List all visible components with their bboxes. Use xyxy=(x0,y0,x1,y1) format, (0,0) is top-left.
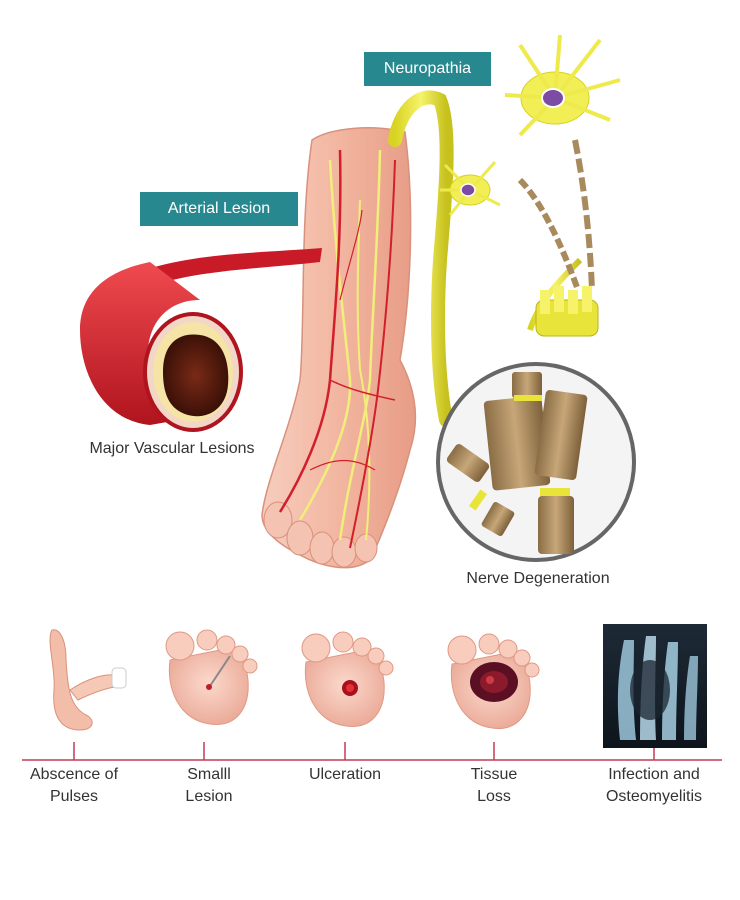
stage-icon-xray-foot xyxy=(603,624,707,748)
stage-label-tissue-loss: Tissue Loss xyxy=(429,764,559,808)
neuron-large xyxy=(504,34,621,137)
stage-icon-foot-ulceration xyxy=(301,631,394,727)
major-vascular-caption: Major Vascular Lesions xyxy=(89,440,255,457)
stage-label-line2: Lesion xyxy=(185,788,233,805)
stage-label-line2: Pulses xyxy=(49,788,99,805)
stage-label-ulceration: Ulceration xyxy=(280,764,410,786)
stage-label-small-lesion: Smalll Lesion xyxy=(144,764,274,808)
stage-icon-foot-pulse-check xyxy=(49,629,127,731)
stage-icon-foot-small-lesion xyxy=(165,629,258,725)
stage-label-line2: Osteomyelitis xyxy=(605,788,703,805)
stage-label-line2: Loss xyxy=(477,788,511,805)
nerve-degeneration-caption: Nerve Degeneration xyxy=(466,570,610,587)
stage-label-line1: Abscence of xyxy=(29,766,119,783)
neuropathia-tag: Neuropathia xyxy=(364,52,491,86)
leg-foot xyxy=(261,127,417,569)
stage-label-line1: Ulceration xyxy=(308,766,382,783)
nerve-degeneration-magnifier xyxy=(436,362,636,562)
stage-icon-foot-tissue-loss xyxy=(447,633,540,729)
artery-cross-section xyxy=(80,248,322,432)
neuron-small xyxy=(440,161,501,216)
stage-label-line1: Tissue xyxy=(470,766,518,783)
stage-label-line1: Infection and xyxy=(608,766,700,783)
stage-label-infection-osteomyelitis: Infection and Osteomyelitis xyxy=(589,764,719,808)
stage-label-line1: Smalll xyxy=(187,766,231,783)
arterial-lesion-tag: Arterial Lesion xyxy=(140,192,298,226)
stage-label-absence-of-pulses: Abscence of Pulses xyxy=(9,764,139,808)
progression-timeline xyxy=(22,742,722,761)
